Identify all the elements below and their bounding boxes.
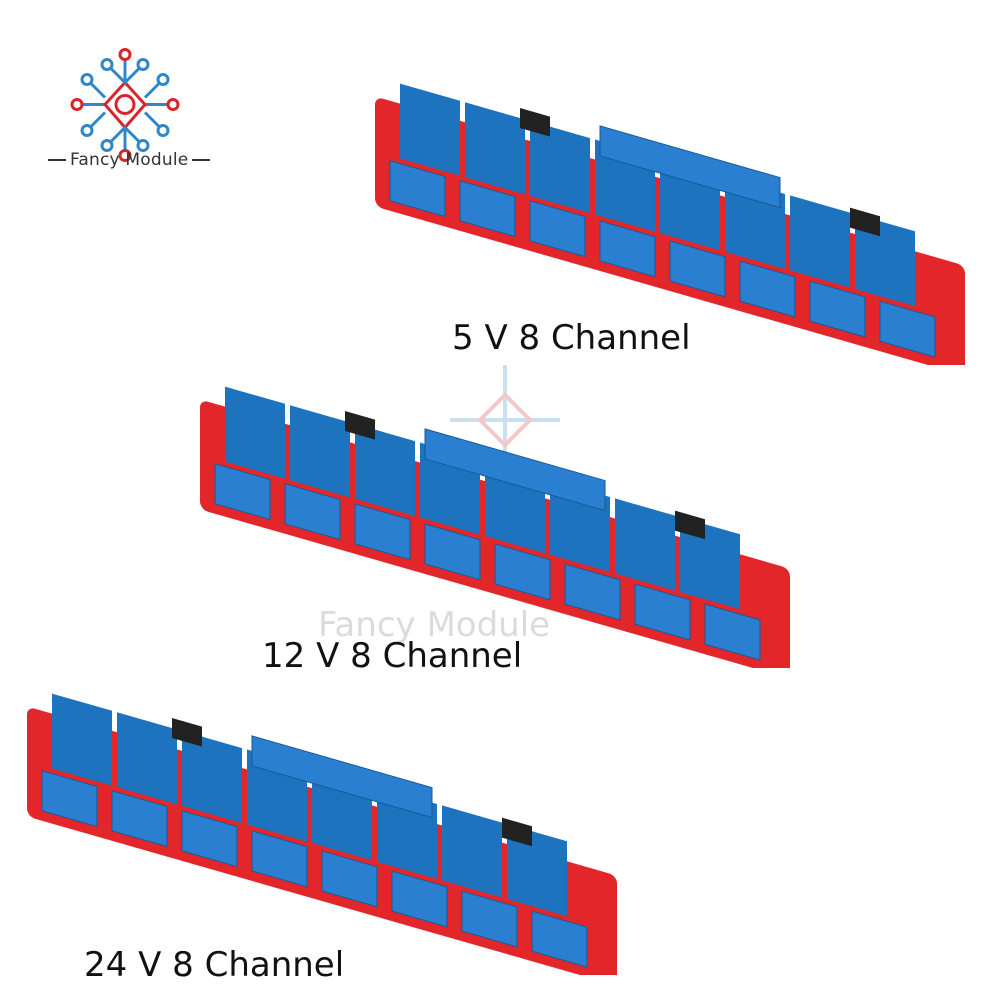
relay-board-12v [200, 386, 790, 668]
caption-5v: 5 V 8 Channel [452, 318, 691, 358]
relay-board-5v [375, 83, 965, 365]
pcb [375, 83, 965, 365]
fancy-module-logo-icon [70, 48, 180, 162]
pcb [200, 386, 790, 668]
relay-board-24v [27, 693, 617, 975]
caption-24v: 24 V 8 Channel [84, 945, 345, 985]
pcb [27, 693, 617, 975]
terminal-row [214, 463, 761, 661]
caption-12v: 12 V 8 Channel [262, 636, 523, 676]
relay-row [400, 83, 915, 307]
terminal-row [389, 160, 936, 358]
terminal-row [41, 770, 588, 968]
watermark-text: Fancy Module [318, 605, 551, 645]
brand-name: Fancy Module [44, 150, 214, 170]
